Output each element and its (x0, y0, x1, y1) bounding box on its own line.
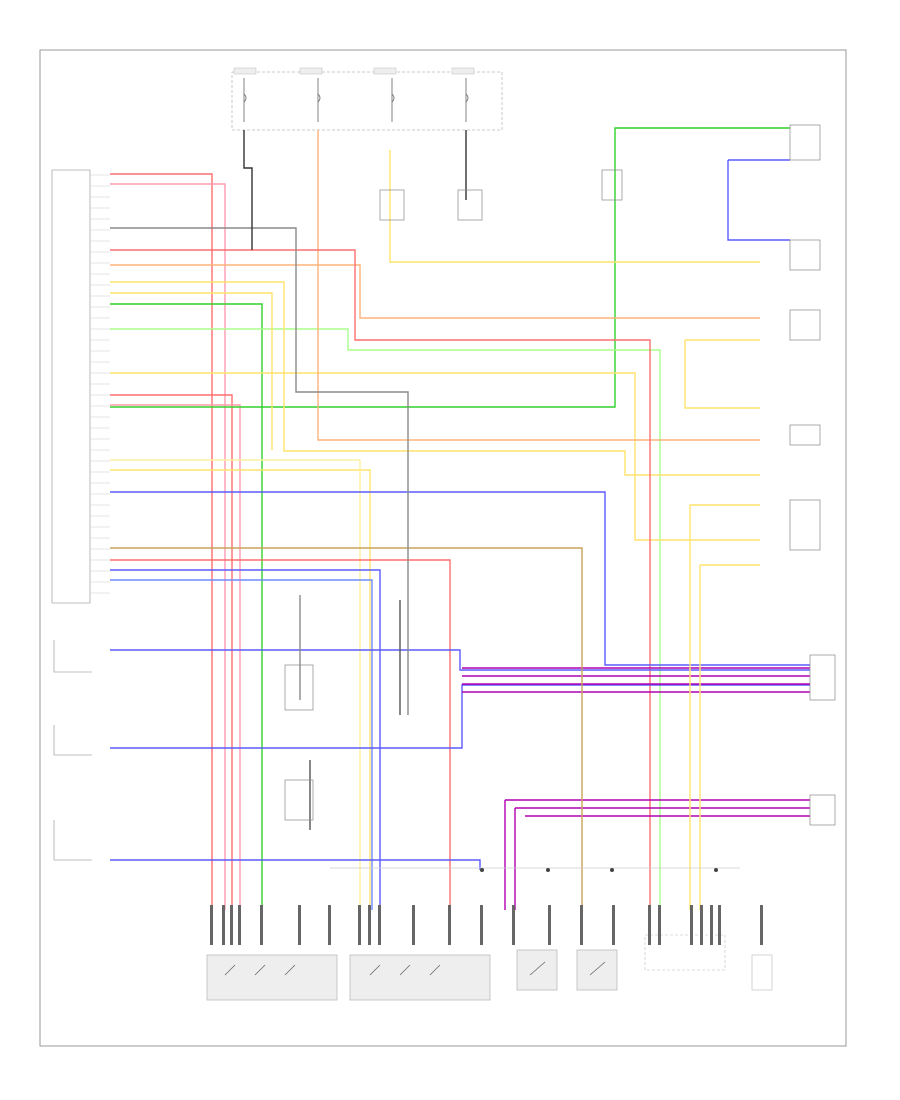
wire-yellow-2 (110, 292, 273, 450)
wire-pink-1 (110, 183, 226, 910)
wire-orange-2 (110, 264, 760, 319)
right-components (789, 124, 836, 826)
wire-red-1 (110, 173, 213, 910)
wire-red-4 (110, 559, 451, 910)
wire-blue-2 (110, 569, 381, 910)
wire-green-1 (110, 303, 263, 910)
wire-green-2 (110, 127, 790, 408)
wire-yellow-8 (699, 564, 760, 910)
wire-yellow-5 (389, 150, 760, 263)
wire-orange-1 (317, 130, 760, 441)
wire-yellow-7 (689, 504, 760, 910)
wire-blue-6 (110, 859, 481, 870)
left-sensor-connectors (53, 640, 92, 861)
wire-yellow-3 (110, 372, 760, 541)
wire-violet-6 (514, 807, 810, 910)
wire-yellow-1 (110, 281, 760, 476)
wire-ltgreen-1 (110, 328, 661, 910)
wire-blue-5 (110, 684, 810, 749)
wire-brown-1 (110, 547, 583, 910)
wire-blue-4 (110, 649, 810, 671)
wire-set (110, 127, 810, 910)
diagram-frame (39, 49, 847, 1047)
wire-red-3 (110, 249, 651, 910)
wire-pink-2 (110, 404, 241, 910)
bottom-switches (206, 905, 773, 1001)
wire-blue-3 (110, 579, 373, 910)
wire-red-2 (110, 394, 233, 910)
junction-dots (480, 868, 718, 872)
fuse-block (231, 67, 503, 131)
wire-yellow-4 (110, 469, 371, 910)
ecm-connector (51, 169, 110, 604)
wire-gray-2 (243, 130, 253, 250)
wire-ltyellow-1 (110, 459, 361, 910)
wire-gray-1 (110, 227, 409, 715)
relay-boxes (284, 169, 623, 821)
wire-blue-1 (110, 491, 810, 666)
wire-violet-5 (504, 799, 810, 910)
wire-yellow-6 (684, 339, 760, 409)
wire-blue-7 (727, 159, 790, 241)
